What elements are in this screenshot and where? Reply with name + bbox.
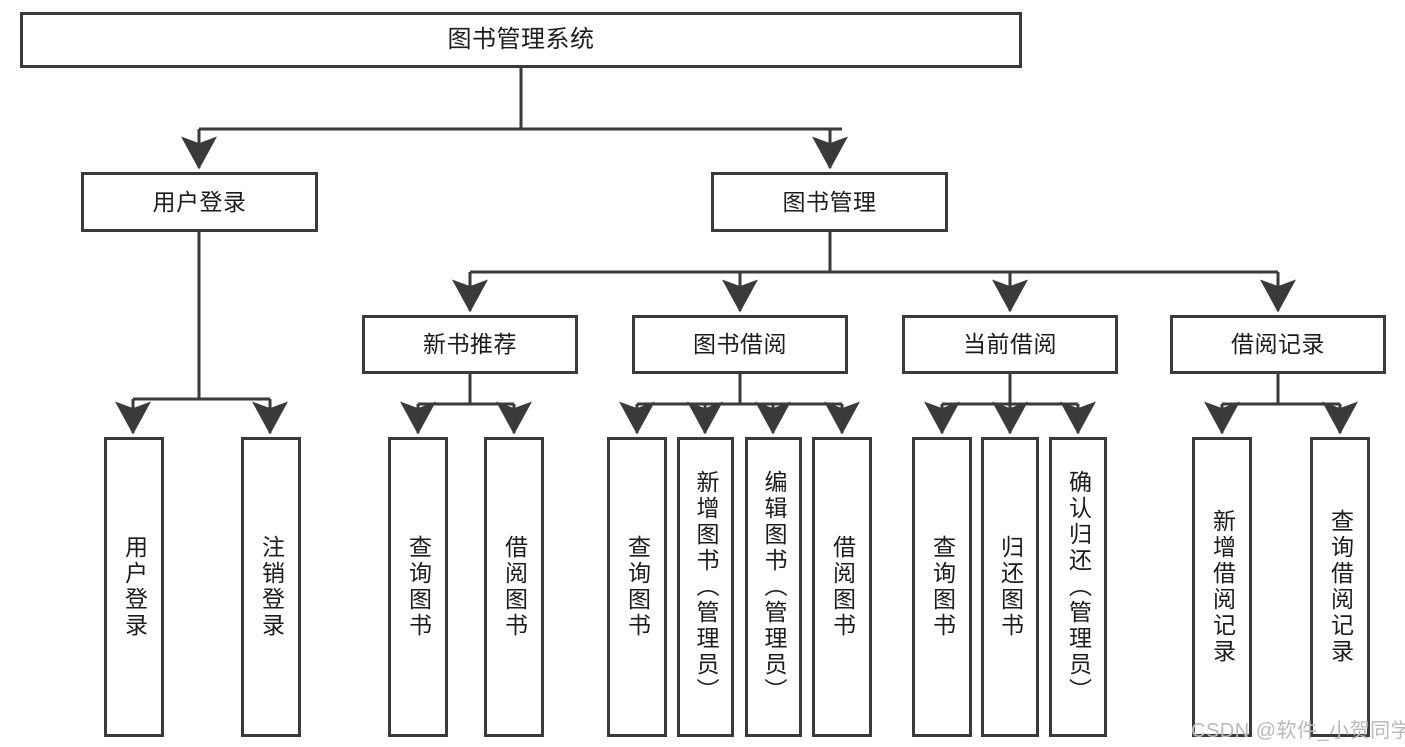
node-current-borrow[interactable]: 当前借阅	[902, 315, 1118, 374]
leaf-borrow-borrow-book-label: 借阅图书	[829, 535, 856, 639]
node-new-book-recommend[interactable]: 新书推荐	[362, 315, 578, 374]
node-book-borrow-label: 图书借阅	[693, 331, 787, 358]
leaf-current-query-book-label: 查询图书	[929, 535, 956, 639]
leaf-user-login-logout[interactable]: 注销登录	[241, 437, 301, 737]
leaf-current-return-book-label: 归还图书	[997, 535, 1024, 639]
node-current-borrow-label: 当前借阅	[963, 331, 1057, 358]
node-borrow-record-label: 借阅记录	[1231, 331, 1325, 358]
leaf-borrow-query-book[interactable]: 查询图书	[607, 437, 667, 737]
leaf-borrow-add-book-admin[interactable]: 新增图书（管理员）	[677, 437, 734, 737]
leaf-current-confirm-return-admin-label: 确认归还（管理员）	[1065, 470, 1092, 704]
leaf-recommend-query-book[interactable]: 查询图书	[388, 437, 448, 737]
leaf-recommend-borrow-book-label: 借阅图书	[501, 535, 528, 639]
leaf-borrow-query-book-label: 查询图书	[624, 535, 651, 639]
leaf-borrow-edit-book-admin[interactable]: 编辑图书（管理员）	[745, 437, 802, 737]
leaf-record-add-record[interactable]: 新增借阅记录	[1192, 437, 1252, 737]
node-user-login[interactable]: 用户登录	[81, 172, 318, 232]
node-book-management[interactable]: 图书管理	[711, 172, 948, 232]
leaf-current-query-book[interactable]: 查询图书	[912, 437, 972, 737]
leaf-record-query-record-label: 查询借阅记录	[1327, 509, 1354, 665]
leaf-borrow-edit-book-admin-label: 编辑图书（管理员）	[761, 470, 787, 704]
leaf-current-confirm-return-admin[interactable]: 确认归还（管理员）	[1049, 437, 1107, 737]
leaf-user-login-login[interactable]: 用户登录	[104, 437, 164, 737]
leaf-user-login-login-label: 用户登录	[121, 535, 148, 639]
node-root-system-label: 图书管理系统	[447, 26, 595, 54]
node-book-borrow[interactable]: 图书借阅	[632, 315, 848, 374]
node-borrow-record[interactable]: 借阅记录	[1170, 315, 1386, 374]
leaf-borrow-add-book-admin-label: 新增图书（管理员）	[693, 470, 719, 704]
leaf-record-add-record-label: 新增借阅记录	[1209, 509, 1236, 665]
node-book-management-label: 图书管理	[782, 188, 877, 215]
leaf-user-login-logout-label: 注销登录	[258, 535, 285, 639]
leaf-current-return-book[interactable]: 归还图书	[981, 437, 1039, 737]
leaf-borrow-borrow-book[interactable]: 借阅图书	[812, 437, 872, 737]
leaf-recommend-borrow-book[interactable]: 借阅图书	[484, 437, 544, 737]
leaf-recommend-query-book-label: 查询图书	[405, 535, 432, 639]
leaf-record-query-record[interactable]: 查询借阅记录	[1310, 437, 1370, 737]
node-user-login-label: 用户登录	[152, 188, 247, 215]
node-root-system[interactable]: 图书管理系统	[20, 12, 1022, 68]
node-new-book-recommend-label: 新书推荐	[423, 331, 517, 358]
